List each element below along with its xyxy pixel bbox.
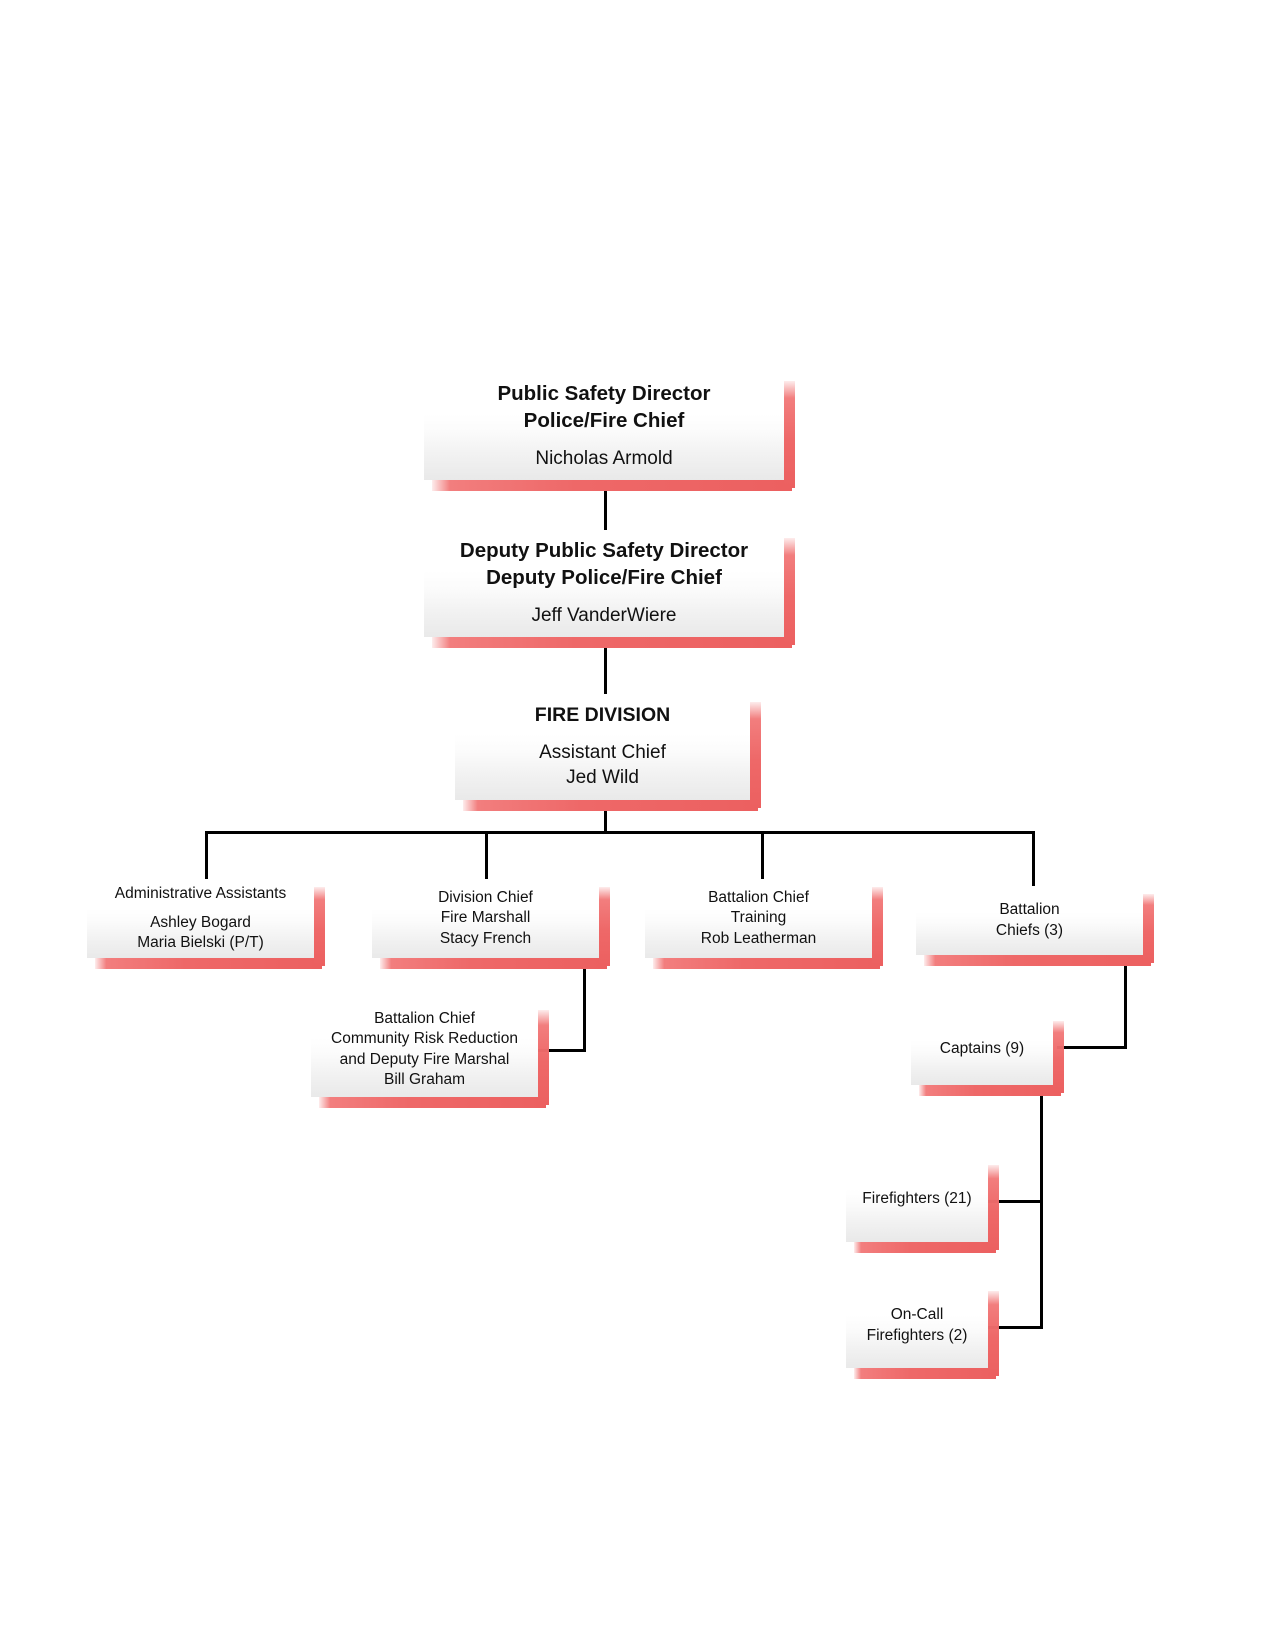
connector-bus-to-battalionchiefs [1032,831,1035,886]
connector-trunk-to-firefighters [988,1200,1043,1203]
admin-title: Administrative Assistants [114,884,287,902]
psd-title-line1: Public Safety Director [497,382,711,406]
connector-captains-trunk [1040,1095,1043,1329]
crr-person-name: Bill Graham [384,1070,465,1088]
connector-firedivision-drop [604,800,607,833]
deputy-title-line1: Deputy Public Safety Director [459,539,749,563]
fire-division-title: FIRE DIVISION [534,704,671,727]
node-battalion-chief-training[interactable]: Battalion Chief Training Rob Leatherman [645,879,883,969]
oncall-title-line1: On-Call [890,1306,944,1324]
bctraining-title-line2: Training [730,909,787,927]
connector-deputy-to-firedivision [604,637,607,695]
connector-divisionchief-to-crr-vert [583,958,586,1051]
admin-person-name-1: Ashley Bogard [150,913,251,931]
bctraining-title-line1: Battalion Chief [708,889,809,907]
node-captains[interactable]: Captains (9) [911,1013,1064,1096]
divisionchief-title-line2: Fire Marshall [440,909,531,927]
node-battalion-chiefs[interactable]: Battalion Chiefs (3) [916,886,1154,966]
connector-divisionchief-to-crr-horz [534,1049,586,1052]
connector-battalionchiefs-to-captains-vert [1124,955,1127,1049]
connector-level3-bus [205,831,1035,834]
admin-person-name-2: Maria Bielski (P/T) [137,934,264,952]
divisionchief-title-line1: Division Chief [438,889,533,907]
connector-bus-to-divisionchief [485,831,488,879]
deputy-title-line2: Deputy Police/Fire Chief [486,565,722,589]
battalionchiefs-title-line2: Chiefs (3) [995,921,1064,939]
connector-psd-to-deputy [604,480,607,532]
fire-division-role: Assistant Chief [539,742,666,764]
oncall-title-line2: Firefighters (2) [866,1326,968,1344]
connector-bus-to-bctraining [761,831,764,879]
firefighters-label: Firefighters (21) [862,1190,972,1208]
node-division-chief-fire-marshall[interactable]: Division Chief Fire Marshall Stacy Frenc… [372,879,610,969]
captains-label: Captains (9) [939,1039,1025,1057]
node-firefighters[interactable]: Firefighters (21) [846,1157,999,1253]
deputy-person-name: Jeff VanderWiere [531,605,677,627]
fire-division-person-name: Jed Wild [566,767,639,789]
crr-title-line1: Battalion Chief [374,1010,475,1028]
connector-battalionchiefs-to-captains-horz [1057,1046,1127,1049]
connector-trunk-to-oncall [988,1326,1043,1329]
node-public-safety-director[interactable]: Public Safety Director Police/Fire Chief… [424,373,795,491]
crr-title-line2: Community Risk Reduction [331,1030,518,1048]
node-on-call-firefighters[interactable]: On-Call Firefighters (2) [846,1283,999,1379]
node-fire-division[interactable]: FIRE DIVISION Assistant Chief Jed Wild [455,694,761,811]
divisionchief-person-name: Stacy French [439,929,532,947]
bctraining-person-name: Rob Leatherman [700,929,817,947]
crr-title-line3: and Deputy Fire Marshal [339,1050,510,1068]
battalionchiefs-title-line1: Battalion [999,901,1060,919]
connector-bus-to-admin [205,831,208,879]
psd-person-name: Nicholas Armold [535,448,673,470]
node-administrative-assistants[interactable]: Administrative Assistants Ashley Bogard … [87,879,325,969]
node-battalion-chief-community-risk-reduction[interactable]: Battalion Chief Community Risk Reduction… [311,1002,549,1108]
node-deputy-public-safety-director[interactable]: Deputy Public Safety Director Deputy Pol… [424,530,795,648]
psd-title-line2: Police/Fire Chief [523,408,685,432]
